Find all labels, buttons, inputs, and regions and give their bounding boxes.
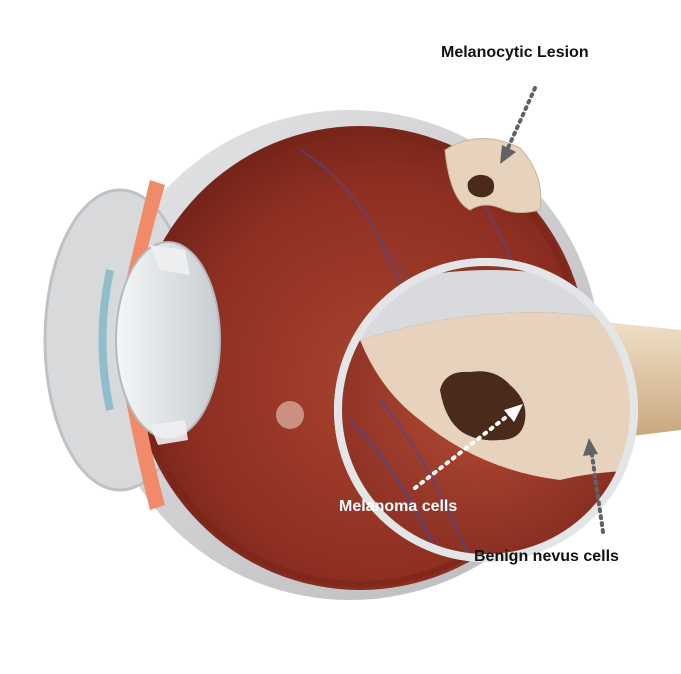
melanocytic-lesion-label: Melanocytic Lesion xyxy=(441,44,589,62)
optic-disc xyxy=(276,401,304,429)
lens xyxy=(116,242,220,438)
benign-nevus-cells-label: Benign nevus cells xyxy=(474,548,619,566)
lesion-dark-spot xyxy=(468,175,495,197)
melanoma-cells-label: Melanoma cells xyxy=(339,498,457,516)
